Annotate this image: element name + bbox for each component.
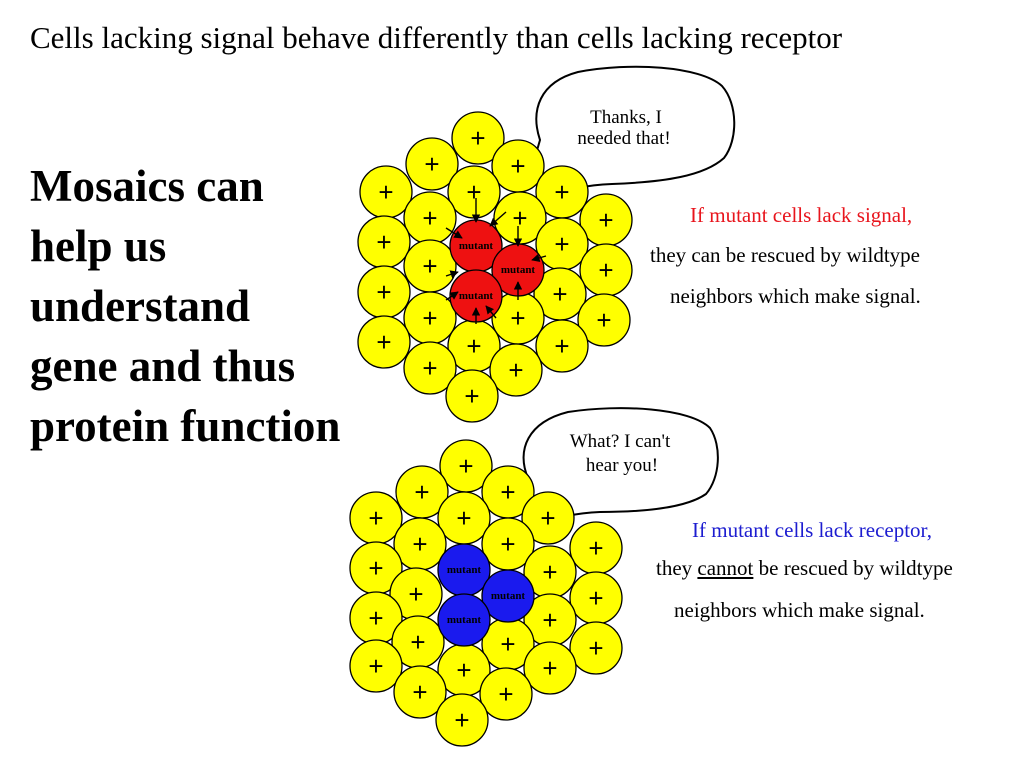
- wildtype-plus-mark: +: [466, 177, 481, 207]
- wildtype-cell: [569, 621, 623, 675]
- wildtype-plus-mark: +: [466, 331, 481, 361]
- top-signal-arrows: [445, 198, 547, 324]
- wildtype-plus-mark: +: [598, 205, 613, 235]
- mutant-label: mutant: [491, 590, 526, 602]
- wildtype-plus-mark: +: [542, 653, 557, 683]
- wildtype-plus-mark: +: [410, 627, 425, 657]
- wildtype-cell: [393, 665, 447, 719]
- top-caption-line3: neighbors which make signal.: [670, 284, 921, 308]
- top-caption-line2: they can be rescued by wildtype: [650, 243, 920, 267]
- bottom-caption-line2: they cannot be rescued by wildtype: [656, 556, 953, 581]
- wildtype-plus-mark: +: [554, 229, 569, 259]
- wildtype-plus-mark: +: [456, 503, 471, 533]
- wildtype-plus-mark: +: [412, 677, 427, 707]
- wildtype-plus-mark: +: [510, 151, 525, 181]
- wildtype-plus-mark: +: [464, 381, 479, 411]
- wildtype-plus-mark: +: [422, 203, 437, 233]
- wildtype-plus-mark: +: [422, 303, 437, 333]
- wildtype-cell: [451, 111, 505, 165]
- wildtype-plus-mark: +: [368, 603, 383, 633]
- wildtype-cell: [479, 667, 533, 721]
- heading-line: Mosaics can: [30, 161, 264, 211]
- bottom-speech-line: What? I can't: [570, 431, 671, 452]
- bottom-speech-line: hear you!: [586, 455, 658, 476]
- mutant-label: mutant: [501, 264, 536, 276]
- wildtype-plus-mark: +: [368, 651, 383, 681]
- wildtype-cell: [405, 137, 459, 191]
- wildtype-cell: [577, 293, 631, 347]
- top-cell-cluster: + + + + + + + + + + + + + + + + + + + + + + + + mutant mutant muta…: [357, 111, 633, 423]
- bottom-caption-line3: neighbors which make signal.: [674, 598, 925, 622]
- wildtype-plus-mark: +: [408, 579, 423, 609]
- wildtype-plus-mark: +: [554, 331, 569, 361]
- wildtype-plus-mark: +: [412, 529, 427, 559]
- wildtype-plus-mark: +: [508, 355, 523, 385]
- wildtype-plus-mark: +: [510, 303, 525, 333]
- wildtype-plus-mark: +: [542, 605, 557, 635]
- wildtype-plus-mark: +: [376, 227, 391, 257]
- wildtype-cell: [489, 343, 543, 397]
- mutant-label: mutant: [447, 614, 482, 626]
- wildtype-plus-mark: +: [368, 553, 383, 583]
- wildtype-cell: [521, 491, 575, 545]
- wildtype-plus-mark: +: [376, 277, 391, 307]
- top-caption-line1: If mutant cells lack signal,: [690, 203, 912, 228]
- wildtype-plus-mark: +: [500, 529, 515, 559]
- wildtype-plus-mark: +: [424, 149, 439, 179]
- top-speech-line: Thanks, I: [590, 107, 662, 128]
- heading-line: gene and thus: [30, 341, 296, 391]
- wildtype-cell: [403, 341, 457, 395]
- heading-line: protein function: [30, 401, 341, 451]
- heading-line: help us: [30, 221, 167, 271]
- wildtype-plus-mark: +: [470, 123, 485, 153]
- mutant-label: mutant: [459, 290, 494, 302]
- wildtype-plus-mark: +: [368, 503, 383, 533]
- bottom-caption-highlight: If mutant cells lack receptor,: [692, 518, 932, 542]
- wildtype-plus-mark: +: [414, 477, 429, 507]
- wildtype-plus-mark: +: [458, 451, 473, 481]
- bottom-mosaic: What? I can't hear you! ++++++++++++++++…: [349, 407, 719, 747]
- bottom-caption-after: be rescued by wildtype: [753, 556, 953, 580]
- slide-title: Cells lacking signal behave differently …: [30, 20, 843, 55]
- wildtype-plus-mark: +: [500, 477, 515, 507]
- wildtype-cell: [445, 369, 499, 423]
- heading-line: understand: [30, 281, 251, 331]
- wildtype-plus-mark: +: [422, 251, 437, 281]
- wildtype-cell: [357, 315, 411, 369]
- wildtype-plus-mark: +: [376, 327, 391, 357]
- wildtype-cell: [523, 641, 577, 695]
- bottom-cell-cluster: + + + + + + + + + + + + + + + + + + + + + + + + mutant mutant muta…: [349, 439, 623, 747]
- wildtype-plus-mark: +: [422, 353, 437, 383]
- wildtype-plus-mark: +: [542, 557, 557, 587]
- wildtype-plus-mark: +: [498, 679, 513, 709]
- wildtype-cell: [349, 639, 403, 693]
- wildtype-plus-mark: +: [540, 503, 555, 533]
- mutant-label: mutant: [459, 240, 494, 252]
- wildtype-plus-mark: +: [588, 633, 603, 663]
- wildtype-plus-mark: +: [554, 177, 569, 207]
- wildtype-cell: [435, 693, 489, 747]
- mutant-label: mutant: [447, 564, 482, 576]
- wildtype-plus-mark: +: [378, 177, 393, 207]
- slide-heading: Mosaics can help us understand gene and …: [30, 156, 340, 456]
- wildtype-plus-mark: +: [454, 705, 469, 735]
- wildtype-plus-mark: +: [552, 279, 567, 309]
- wildtype-plus-mark: +: [588, 583, 603, 613]
- wildtype-plus-mark: +: [588, 533, 603, 563]
- top-caption-highlight: If mutant cells lack signal,: [690, 203, 913, 227]
- bottom-caption-before: they: [656, 556, 698, 580]
- mutant-cell: [481, 569, 535, 623]
- wildtype-plus-mark: +: [500, 629, 515, 659]
- top-mosaic: Thanks, I needed that! +++++++++++++++++…: [357, 65, 736, 423]
- mutant-cell: [437, 593, 491, 647]
- bottom-caption-line1: If mutant cells lack receptor,: [692, 518, 932, 543]
- wildtype-cell: [535, 319, 589, 373]
- bottom-caption-emphasis: cannot: [697, 556, 754, 580]
- wildtype-plus-mark: +: [596, 305, 611, 335]
- top-speech-line: needed that!: [577, 128, 670, 149]
- wildtype-plus-mark: +: [512, 203, 527, 233]
- wildtype-plus-mark: +: [456, 655, 471, 685]
- wildtype-plus-mark: +: [598, 255, 613, 285]
